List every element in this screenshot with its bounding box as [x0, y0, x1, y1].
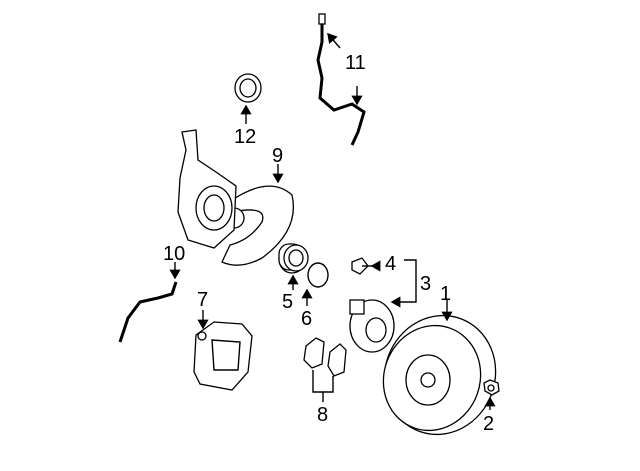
callout-7: 7 — [197, 289, 208, 311]
callout-6: 6 — [301, 308, 312, 330]
steering-knuckle — [177, 129, 237, 249]
callout-2: 2 — [483, 413, 494, 435]
callout-11: 11 — [345, 52, 366, 74]
brake-hose — [118, 281, 178, 343]
leader-lines — [169, 32, 496, 410]
brake-rotor — [382, 314, 497, 436]
callout-12: 12 — [234, 126, 256, 148]
brake-pads — [303, 337, 347, 377]
wheel-bearing — [278, 243, 309, 274]
callout-4: 4 — [385, 253, 396, 275]
brake-caliper — [193, 321, 253, 391]
callout-8: 8 — [317, 404, 328, 426]
callout-3: 3 — [420, 273, 431, 295]
lug-nut — [483, 379, 500, 396]
callout-9: 9 — [272, 145, 283, 167]
tone-ring — [234, 73, 262, 103]
wheel-hub — [349, 299, 395, 353]
callout-10: 10 — [163, 243, 185, 265]
abs-sensor — [316, 18, 366, 146]
callout-1: 1 — [440, 283, 451, 305]
snap-ring — [307, 262, 329, 288]
callout-5: 5 — [282, 291, 293, 313]
